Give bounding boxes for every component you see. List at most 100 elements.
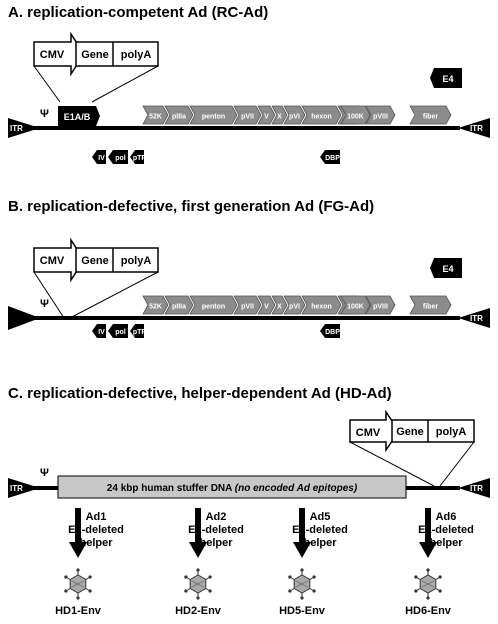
gene-block-ptp	[130, 150, 144, 164]
itr-right-marker	[458, 118, 490, 138]
cmv-label: CMV	[356, 427, 381, 439]
fiber-knob	[288, 575, 292, 579]
gene-block-penton	[189, 105, 238, 125]
gene-label-pol: pol	[115, 329, 126, 336]
gene-block-52k	[142, 105, 169, 125]
gene-label-pviii: pVIII	[373, 114, 388, 121]
helper-line3: helper	[199, 537, 233, 549]
hd-product-label: HD1-Env	[55, 605, 102, 617]
gene-block-pol	[108, 150, 128, 164]
fiber-knob	[300, 568, 304, 572]
gene-block-pviii	[365, 105, 396, 125]
itr-left-label: ITR	[10, 484, 23, 493]
psi-symbol: Ψ	[40, 467, 49, 479]
gene-label-52k: 52K	[149, 114, 162, 121]
gene-label: Gene	[81, 255, 109, 267]
helper-line3: helper	[303, 537, 337, 549]
helper-line3: helper	[429, 537, 463, 549]
e1ab-gene	[58, 106, 100, 126]
gene-block-x	[271, 295, 288, 315]
e4-label: E4	[442, 264, 453, 274]
fiber-knob	[196, 596, 200, 600]
helper-name: Ad2	[206, 511, 227, 523]
gene-label-hexon: hexon	[311, 114, 332, 121]
fiber-knob	[88, 589, 92, 593]
helper-line2: E1-deleted	[68, 524, 124, 536]
gene-polya-box	[75, 247, 159, 273]
section-a-title: A. replication-competent Ad (RC-Ad)	[8, 4, 268, 21]
gene-block-100k	[340, 105, 371, 125]
gene-block-pol	[108, 324, 128, 338]
gene-block-penton	[189, 295, 238, 315]
gene-label-iv: IV	[98, 155, 105, 162]
gene-block-piiia	[164, 295, 194, 315]
arrow-shaft	[195, 508, 201, 544]
gene-block-pviii	[365, 295, 396, 315]
gene-block-hexon	[301, 105, 342, 125]
stuffer-label: 24 kbp human stuffer DNA (no encoded Ad …	[107, 483, 358, 494]
gene-label-fiber: fiber	[423, 304, 438, 311]
polya-label: polyA	[121, 255, 152, 267]
expression-cassette-a: CMV Gene polyA	[33, 31, 159, 103]
itr-left-marker	[8, 118, 40, 138]
gene-label-iv: IV	[98, 329, 105, 336]
gene-label-100k: 100K	[347, 114, 364, 121]
cmv-label: CMV	[40, 49, 65, 61]
fiber-knob	[184, 589, 188, 593]
gene-label-hexon: hexon	[311, 304, 332, 311]
helper-name: Ad6	[436, 511, 457, 523]
gene-block-100k	[340, 295, 371, 315]
e4-label: E4	[442, 74, 453, 84]
gene-label-pvi: pVI	[289, 304, 300, 311]
gene-label-fiber: fiber	[423, 114, 438, 121]
gene-label-dbp: DBP	[325, 329, 340, 336]
gene-label-ptp: pTP	[133, 329, 147, 336]
helper-line2: E1-deleted	[292, 524, 348, 536]
gene-polya-box	[75, 41, 159, 67]
fiber-knob	[438, 589, 442, 593]
fiber-knob	[426, 568, 430, 572]
fiber-knob	[88, 575, 92, 579]
gene-label-v: V	[264, 304, 269, 311]
gene-block-dbp	[320, 324, 340, 338]
gene-block-fiber	[409, 295, 452, 315]
psi-symbol: Ψ	[40, 298, 49, 310]
helper-name: Ad5	[310, 511, 331, 523]
gene-block-hexon	[301, 295, 342, 315]
fiber-knob	[426, 596, 430, 600]
gene-block-pvii	[233, 105, 262, 125]
gene-label-piiia: pIIIa	[172, 304, 186, 311]
late-genes-a: 52KpIIIapentonpVIIVXpVIhexonpro100KpVIII…	[142, 105, 452, 125]
stuffer-dna-box	[57, 475, 407, 499]
fiber-knob	[64, 589, 68, 593]
arrow-head	[419, 542, 437, 558]
gene-block-52k	[142, 295, 169, 315]
gene-label-piiia: pIIIa	[172, 114, 186, 121]
gene-block-pvii	[233, 295, 262, 315]
fiber-knob	[312, 589, 316, 593]
fiber-knob	[196, 568, 200, 572]
gene-label-x: X	[277, 304, 282, 311]
gene-block-v	[257, 295, 276, 315]
fiber-knob	[64, 575, 68, 579]
genome-fg-ad: ITR Ψ E4	[8, 258, 490, 330]
gene-label: Gene	[396, 426, 424, 438]
arrow-head	[189, 542, 207, 558]
gene-label-pvii: pVII	[241, 304, 254, 311]
gene-block-pvi	[283, 105, 306, 125]
fiber-knob	[208, 575, 212, 579]
e1ab-label: E1A/B	[64, 112, 91, 122]
section-c-title: C. replication-defective, helper-depende…	[8, 385, 392, 402]
itr-left-marker	[8, 478, 40, 498]
arrow-shaft	[299, 508, 305, 544]
gene-block-piiia	[164, 105, 194, 125]
helper-viruses: Ad1E1-deletedhelperHD1-EnvAd2E1-deletedh…	[55, 508, 474, 617]
gene-polya-box	[391, 419, 475, 443]
itr-right-marker	[458, 308, 490, 328]
fiber-knob	[76, 568, 80, 572]
gene-block-ptp	[130, 324, 144, 338]
itr-right-label: ITR	[470, 124, 483, 133]
